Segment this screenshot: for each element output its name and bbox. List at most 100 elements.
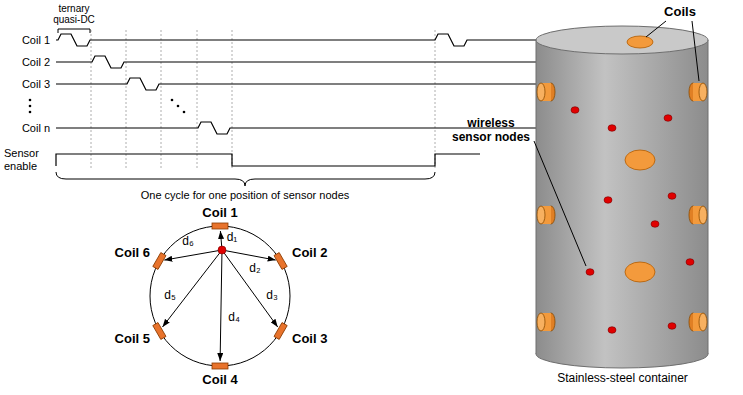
signal-name: Sensor enable — [4, 147, 50, 172]
label-holder: d₆ — [182, 235, 194, 249]
coil-label: Coil 1 — [202, 206, 237, 221]
distance-label: d₂ — [249, 262, 260, 276]
time-divider — [126, 30, 127, 170]
time-divider — [91, 30, 92, 170]
ellipsis-dot — [29, 99, 32, 102]
ellipsis-dot — [177, 105, 180, 108]
label-holder: One cycle for one position of sensor nod… — [141, 189, 350, 202]
sensor-dot — [664, 115, 672, 122]
coil-symbol — [537, 313, 555, 331]
distance-label: d₆ — [182, 235, 194, 249]
sensor-dot — [668, 193, 676, 200]
coil-symbol — [689, 206, 707, 224]
coil-symbol — [153, 323, 166, 340]
pulse-bracket — [58, 29, 90, 33]
ellipsis-dot — [29, 105, 32, 108]
coil-end — [699, 313, 707, 331]
ellipsis-dot — [183, 111, 186, 114]
container-body — [536, 40, 708, 354]
distance-arrow — [222, 250, 278, 327]
label-holder: d₃ — [266, 289, 278, 303]
coil-symbol — [212, 223, 228, 229]
coil-node: Coil 4 — [202, 373, 237, 388]
coil-signal — [56, 78, 585, 90]
time-divider — [435, 30, 436, 170]
distance-label: d₃ — [266, 289, 278, 303]
distance-label: d₁ — [227, 231, 238, 245]
distance-label: d₅ — [164, 289, 176, 303]
enable-signal — [56, 154, 480, 166]
leader-line — [646, 21, 666, 37]
coil-end — [699, 206, 707, 224]
coil-symbol — [537, 206, 555, 224]
pulse-label: ternary quasi-DC — [44, 3, 104, 26]
time-divider — [232, 30, 233, 170]
coil-node: Coil 1 — [202, 206, 237, 221]
label-holder: Coils — [664, 5, 696, 20]
container-edge — [536, 40, 537, 354]
container-drawing — [530, 24, 715, 386]
coil-symbol — [627, 36, 653, 48]
time-divider — [197, 30, 198, 170]
coil-node: Coil 6 — [115, 246, 150, 261]
coil-end — [699, 83, 707, 101]
distance-arrow — [220, 250, 222, 361]
distance-arrow — [222, 250, 276, 260]
signal-name: Coil 2 — [22, 56, 50, 69]
label-holder: Coil 3 — [22, 78, 50, 91]
label-holder: Coil n — [22, 122, 50, 135]
distance-arrow — [164, 250, 222, 260]
ellipsis-dot — [171, 99, 174, 102]
container-edge — [708, 40, 709, 354]
coil-node: Coil 5 — [115, 332, 150, 347]
leader-line — [534, 141, 586, 266]
coil-symbol — [212, 363, 228, 369]
coil-end — [537, 313, 545, 331]
part-name: wireless sensor nodes — [451, 117, 531, 145]
cycle-note: One cycle for one position of sensor nod… — [141, 189, 350, 202]
coil-label: Coil 3 — [292, 332, 327, 347]
label-holder: wireless sensor nodes — [451, 117, 531, 145]
distance-arrow — [163, 250, 223, 327]
cycle-brace — [56, 172, 435, 186]
label-holder: Sensor enable — [4, 147, 50, 172]
label-holder: d₄ — [228, 311, 240, 325]
signal-name: Coil 1 — [22, 34, 50, 47]
distance-label: d₄ — [228, 311, 240, 325]
label-holder: d₂ — [249, 262, 260, 276]
coil-ring — [150, 226, 290, 366]
time-divider — [161, 30, 162, 170]
coil-symbol — [153, 253, 166, 270]
signal-name: Coil n — [22, 122, 50, 135]
coil-node: Coil 3 — [292, 332, 327, 347]
sensor-dot — [651, 221, 659, 228]
signal-name: Coil 3 — [22, 78, 50, 91]
container-top — [536, 26, 708, 54]
ellipsis-dot — [29, 111, 32, 114]
coil-label: Coil 6 — [115, 246, 150, 261]
label-holder: Coil 2 — [22, 56, 50, 69]
coil-symbol — [689, 83, 707, 101]
sensor-dot — [668, 323, 676, 330]
sensor-dot — [608, 327, 616, 334]
coil-symbol — [274, 323, 287, 340]
coil-symbol — [625, 262, 655, 282]
label-holder: d₁ — [227, 231, 238, 245]
coil-end — [537, 206, 545, 224]
leader-line — [692, 21, 699, 81]
label-holder: ternary quasi-DC — [44, 3, 104, 26]
coil-signal — [56, 56, 585, 68]
label-holder: Coil 1 — [22, 34, 50, 47]
container-node: Stainless-steel container — [530, 24, 715, 386]
label-holder: d₅ — [164, 289, 176, 303]
coil-symbol — [537, 83, 555, 101]
coil-label: Coil 2 — [292, 246, 327, 261]
sensor-dot — [604, 197, 612, 204]
sensor-dot — [586, 269, 594, 276]
sensor-dot — [686, 259, 694, 266]
coil-signal — [56, 34, 585, 46]
sensor-dot — [218, 246, 226, 254]
coil-symbol — [274, 253, 287, 270]
sensor-dot — [571, 107, 579, 114]
